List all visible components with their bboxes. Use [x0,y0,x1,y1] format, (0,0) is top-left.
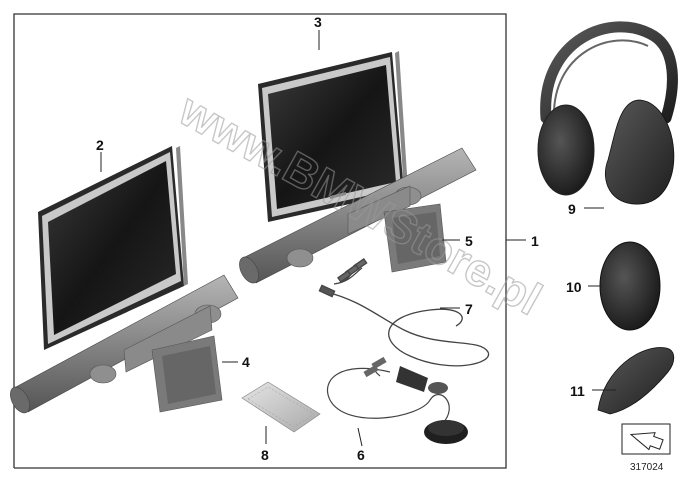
assembly-frame [13,13,507,469]
callout-1: 1 [531,233,539,249]
callout-4: 4 [242,354,250,370]
ear-cushion [599,241,661,331]
callout-10: 10 [566,279,582,295]
holder-bar-rear [239,147,477,284]
callout-3: 3 [314,14,322,30]
cable-set [318,258,490,367]
callout-6: 6 [357,447,365,463]
holder-bar-front [10,274,239,414]
ear-cover [597,347,675,415]
callout-2: 2 [96,137,104,153]
headphones [537,21,678,205]
callout-9: 9 [568,201,576,217]
callout-11: 11 [570,383,585,399]
monitor-front [38,146,188,350]
remote-control [241,381,321,433]
monitor-rear [258,51,408,222]
figure-number: 317024 [630,462,664,473]
orientation-arrow-icon [621,423,671,455]
power-cable-adapter [326,356,468,444]
callout-8: 8 [261,447,269,463]
callout-7: 7 [465,301,473,317]
leader-lines [100,30,616,447]
callout-5: 5 [465,233,473,249]
